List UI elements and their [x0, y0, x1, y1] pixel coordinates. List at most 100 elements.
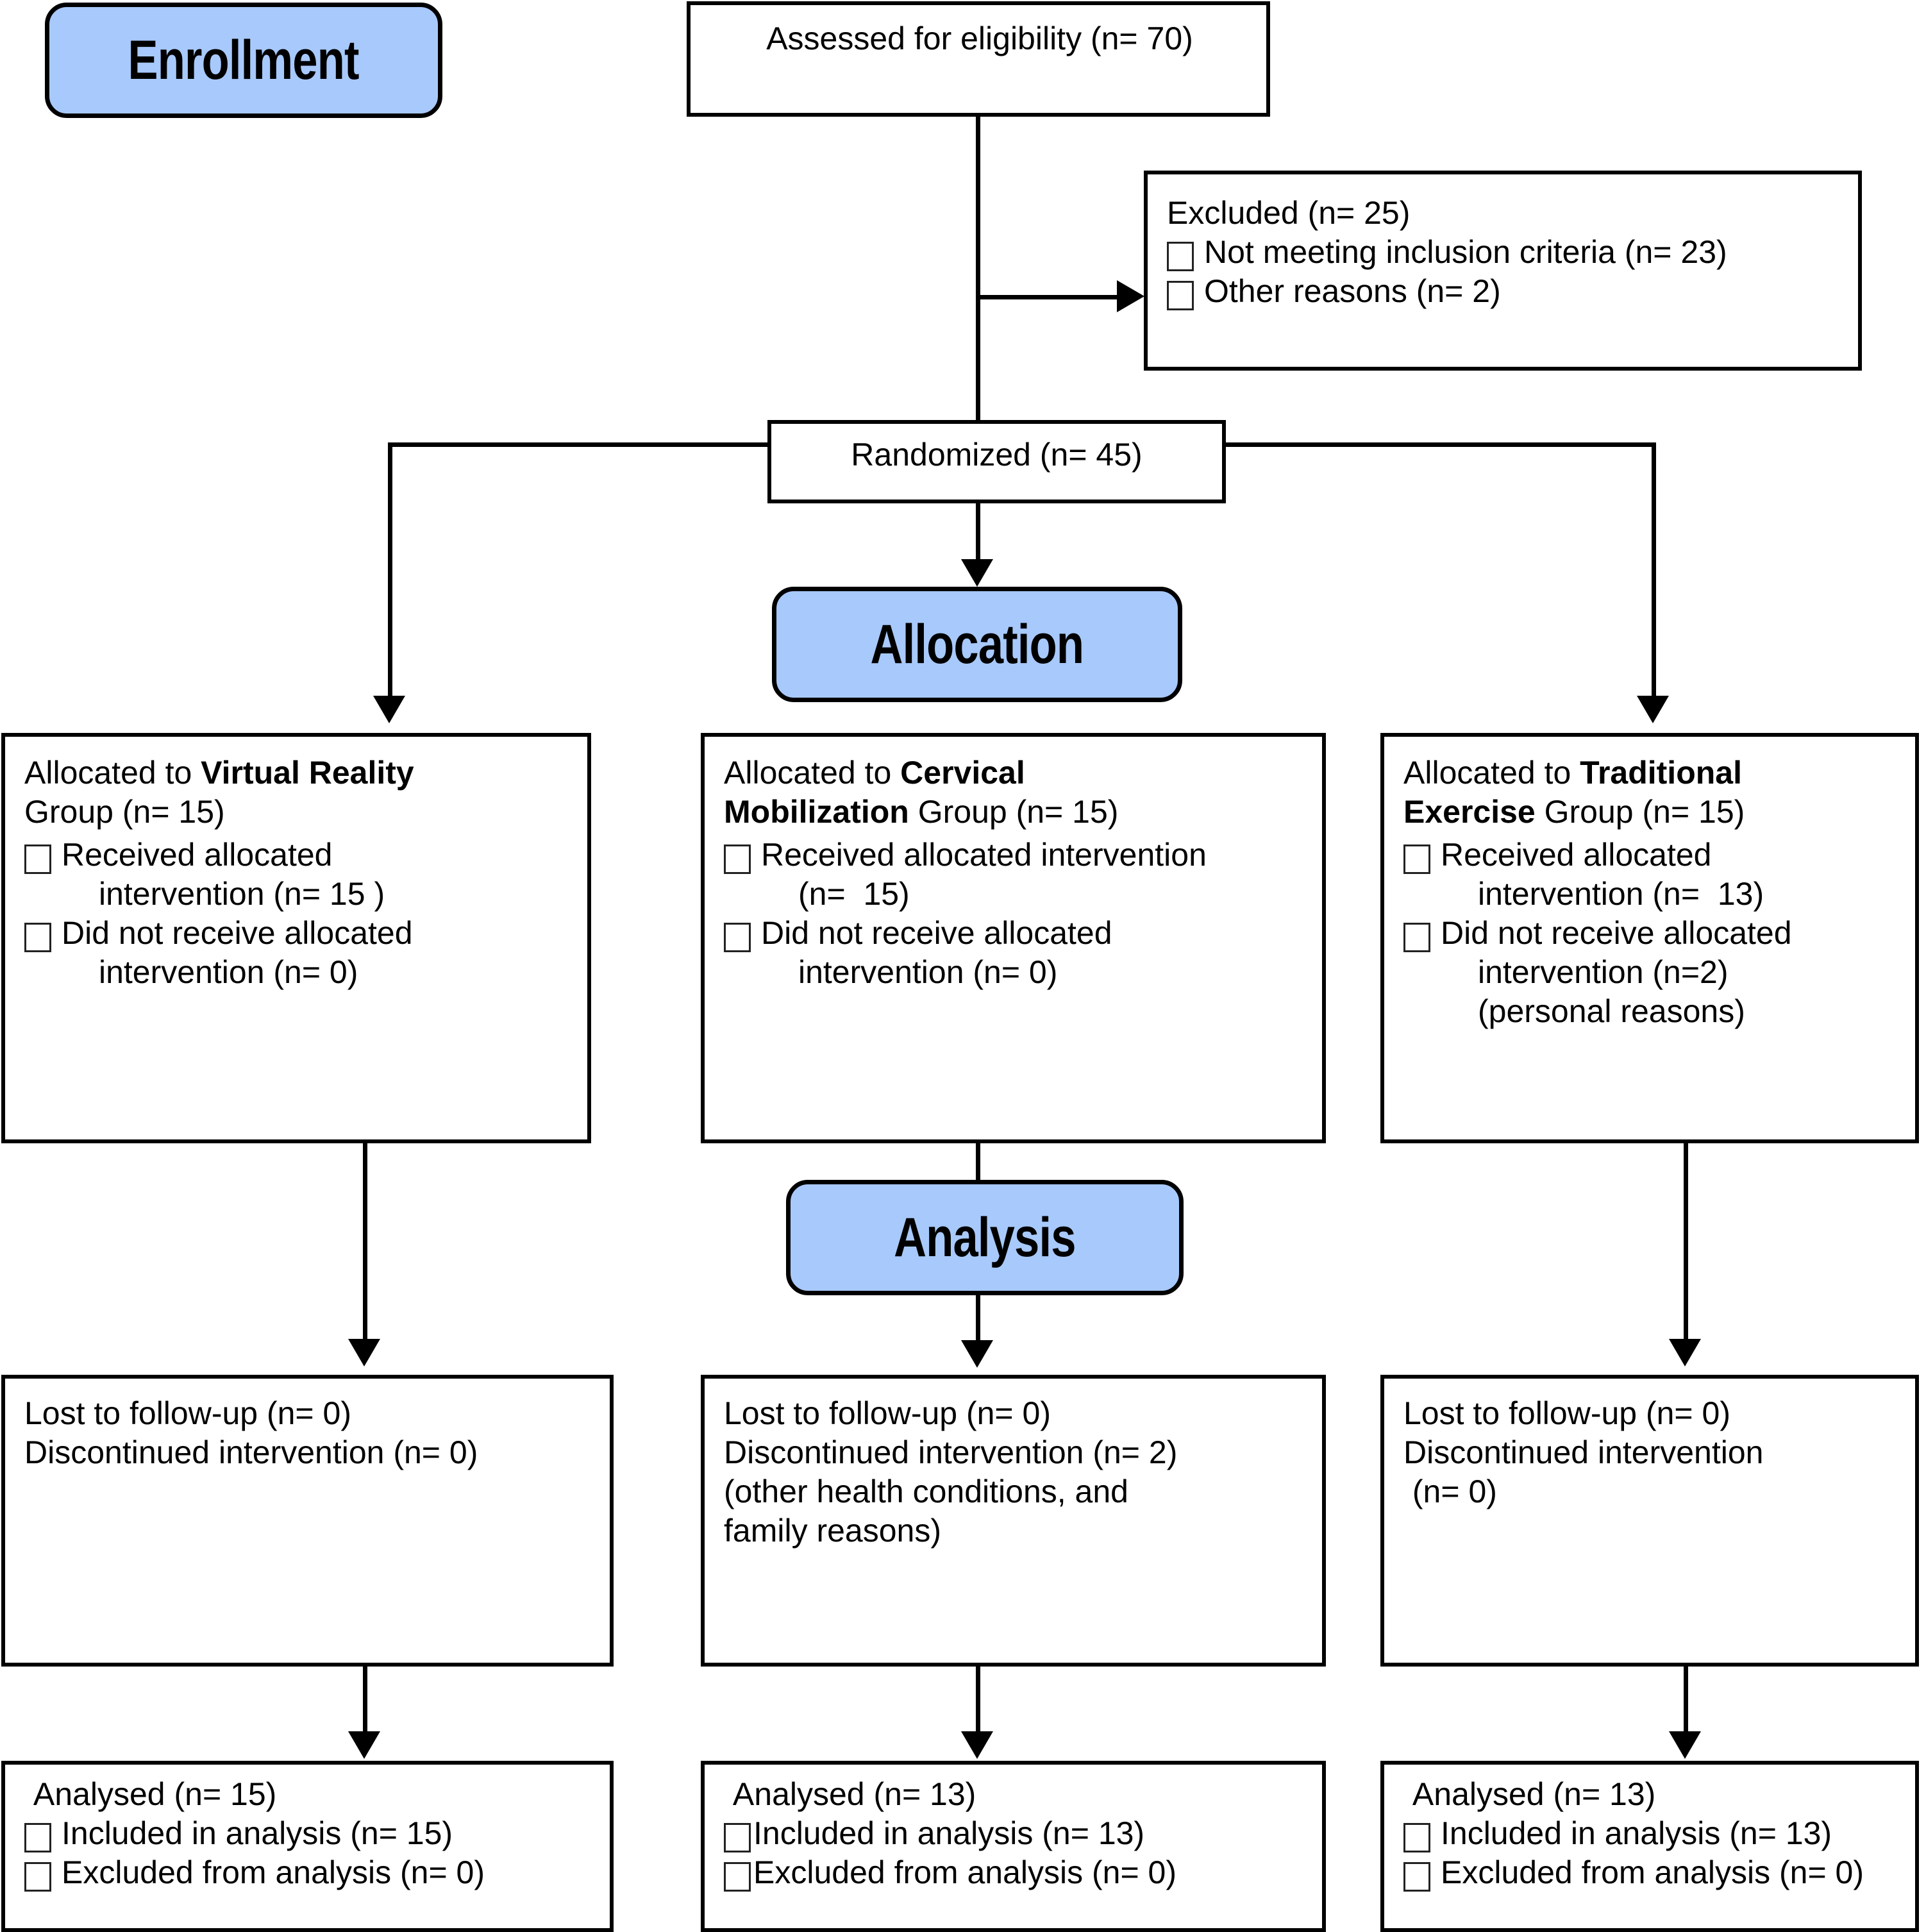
followup-line: family reasons) [724, 1513, 941, 1549]
checkbox-square-icon [24, 923, 51, 952]
connector-randomized-right [1223, 442, 1656, 447]
arm-subtitle-name: Mobilization [724, 794, 909, 830]
stage-label-enrollment: Enrollment [128, 29, 360, 91]
analysed-heading: Analysed (n= 13) [1403, 1776, 1656, 1812]
node-followup-arm-3: Lost to follow-up (n= 0) Discontinued in… [1380, 1375, 1919, 1667]
arm-title-2: Allocated to Cervical [724, 753, 1305, 793]
arm-title-name: Cervical [900, 755, 1025, 791]
node-analysis-arm-1: Analysed (n= 15) Included in analysis (n… [1, 1761, 614, 1932]
arrowhead-followup1-icon [348, 1339, 380, 1366]
connector-alloc2-to-analysis-badge [976, 1143, 980, 1182]
excluded-heading: Excluded (n= 25) [1167, 195, 1411, 231]
connector-to-excluded [976, 295, 1120, 299]
analysis-item-row: Included in analysis (n= 13) [724, 1814, 1305, 1853]
arm-item-line: (personal reasons) [1478, 993, 1745, 1029]
arrowhead-left-arm-icon [373, 696, 405, 723]
arm-item-line: Received allocated [62, 837, 333, 873]
connector-analysis-badge-to-followup2 [976, 1295, 980, 1343]
analysis-item-text: Excluded from analysis (n= 0) [753, 1854, 1177, 1890]
arm-title-lead: Allocated to [724, 755, 901, 791]
connector-followup2-to-analysis2 [976, 1667, 980, 1734]
assessed-text: Assessed for eligibility (n= 70) [766, 21, 1193, 56]
arm-item-text: Received allocated intervention(n= 15) [761, 836, 1207, 914]
stage-badge-enrollment: Enrollment [45, 3, 442, 118]
arm-item-line: (n= 15) [798, 876, 910, 912]
arm-title-lead: Allocated to [24, 755, 201, 791]
node-analysis-arm-3: Analysed (n= 13) Included in analysis (n… [1380, 1761, 1919, 1932]
followup-line: Discontinued intervention (n= 2) [724, 1434, 1178, 1470]
analysis-item-text: Excluded from analysis (n= 0) [62, 1854, 485, 1890]
followup-line: Discontinued intervention (n= 0) [24, 1434, 478, 1470]
arm-title-3: Allocated to Traditional [1403, 753, 1898, 793]
checkbox-square-icon [24, 844, 51, 874]
followup-line: Discontinued intervention [1403, 1434, 1764, 1470]
checkbox-square-icon [1167, 242, 1194, 271]
node-allocation-arm-1: Allocated to Virtual Reality Group (n= 1… [1, 733, 591, 1143]
arm-subtitle-1: Group (n= 15) [24, 794, 225, 830]
node-excluded: Excluded (n= 25) Not meeting inclusion c… [1144, 171, 1862, 371]
connector-alloc1-to-followup1 [363, 1143, 367, 1342]
stage-label-allocation: Allocation [870, 614, 1084, 675]
arrowhead-randomized-to-allocation-icon [961, 559, 993, 587]
analysis-item-row: Excluded from analysis (n= 0) [1403, 1853, 1898, 1892]
checkbox-square-icon [1167, 281, 1194, 310]
arm-item-line: Received allocated intervention [761, 837, 1207, 873]
node-allocation-arm-2: Allocated to Cervical Mobilization Group… [701, 733, 1326, 1143]
checkbox-square-icon [724, 1823, 751, 1852]
connector-alloc3-to-followup3 [1684, 1143, 1688, 1342]
arrowhead-right-arm-icon [1637, 696, 1669, 723]
excluded-reason-row: Not meeting inclusion criteria (n= 23) [1167, 233, 1841, 272]
analysis-item-row: Excluded from analysis (n= 0) [24, 1853, 593, 1892]
arm-item-line: intervention (n= 0) [798, 954, 1058, 990]
checkbox-square-icon [724, 923, 751, 952]
connector-randomized-to-allocation [976, 503, 980, 565]
checkbox-square-icon [724, 844, 751, 874]
arm-subtitle-name: Exercise [1403, 794, 1536, 830]
stage-badge-analysis: Analysis [786, 1180, 1184, 1295]
analysed-heading: Analysed (n= 15) [24, 1776, 277, 1812]
arm-item-line: intervention (n= 13) [1478, 876, 1764, 912]
arm-item-line: Received allocated [1441, 837, 1712, 873]
arm-item-line: Did not receive allocated [1441, 915, 1792, 951]
arrowhead-followup2-icon [961, 1340, 993, 1368]
arm-item-line: intervention (n= 0) [99, 954, 358, 990]
followup-line: Lost to follow-up (n= 0) [24, 1395, 351, 1431]
excluded-reason-text: Other reasons (n= 2) [1204, 273, 1501, 309]
analysis-item-text: Excluded from analysis (n= 0) [1441, 1854, 1864, 1890]
analysed-heading: Analysed (n= 13) [724, 1776, 976, 1812]
excluded-reason-row: Other reasons (n= 2) [1167, 272, 1841, 311]
node-allocation-arm-3: Allocated to Traditional Exercise Group … [1380, 733, 1919, 1143]
connector-randomized-left [388, 442, 769, 447]
checkbox-square-icon [24, 1862, 51, 1892]
arm-item-line: Did not receive allocated [62, 915, 413, 951]
randomized-text: Randomized (n= 45) [851, 437, 1143, 473]
followup-line: Lost to follow-up (n= 0) [1403, 1395, 1730, 1431]
connector-followup3-to-analysis3 [1684, 1667, 1688, 1734]
stage-label-analysis: Analysis [894, 1207, 1076, 1268]
analysis-item-text: Included in analysis (n= 13) [753, 1815, 1145, 1851]
analysis-item-row: Excluded from analysis (n= 0) [724, 1853, 1305, 1892]
node-followup-arm-1: Lost to follow-up (n= 0) Discontinued in… [1, 1375, 614, 1667]
checkbox-square-icon [24, 1823, 51, 1852]
arm-item-line: intervention (n=2) [1478, 954, 1729, 990]
node-randomized: Randomized (n= 45) [767, 420, 1226, 503]
arrowhead-to-excluded-icon [1117, 280, 1144, 312]
excluded-reason-text: Not meeting inclusion criteria (n= 23) [1204, 234, 1727, 270]
followup-line: (other health conditions, and [724, 1474, 1128, 1509]
checkbox-square-icon [1403, 1862, 1430, 1892]
arm-subtitle-rest: Group (n= 15) [909, 794, 1119, 830]
arrowhead-analysis2-icon [961, 1731, 993, 1759]
arm-subtitle-2: Mobilization Group (n= 15) [724, 793, 1305, 832]
arrowhead-analysis1-icon [348, 1731, 380, 1759]
analysis-item-row: Included in analysis (n= 15) [24, 1814, 593, 1853]
arrowhead-analysis3-icon [1669, 1731, 1701, 1759]
checkbox-square-icon [1403, 1823, 1430, 1852]
arm-title-name: Virtual Reality [201, 755, 414, 791]
